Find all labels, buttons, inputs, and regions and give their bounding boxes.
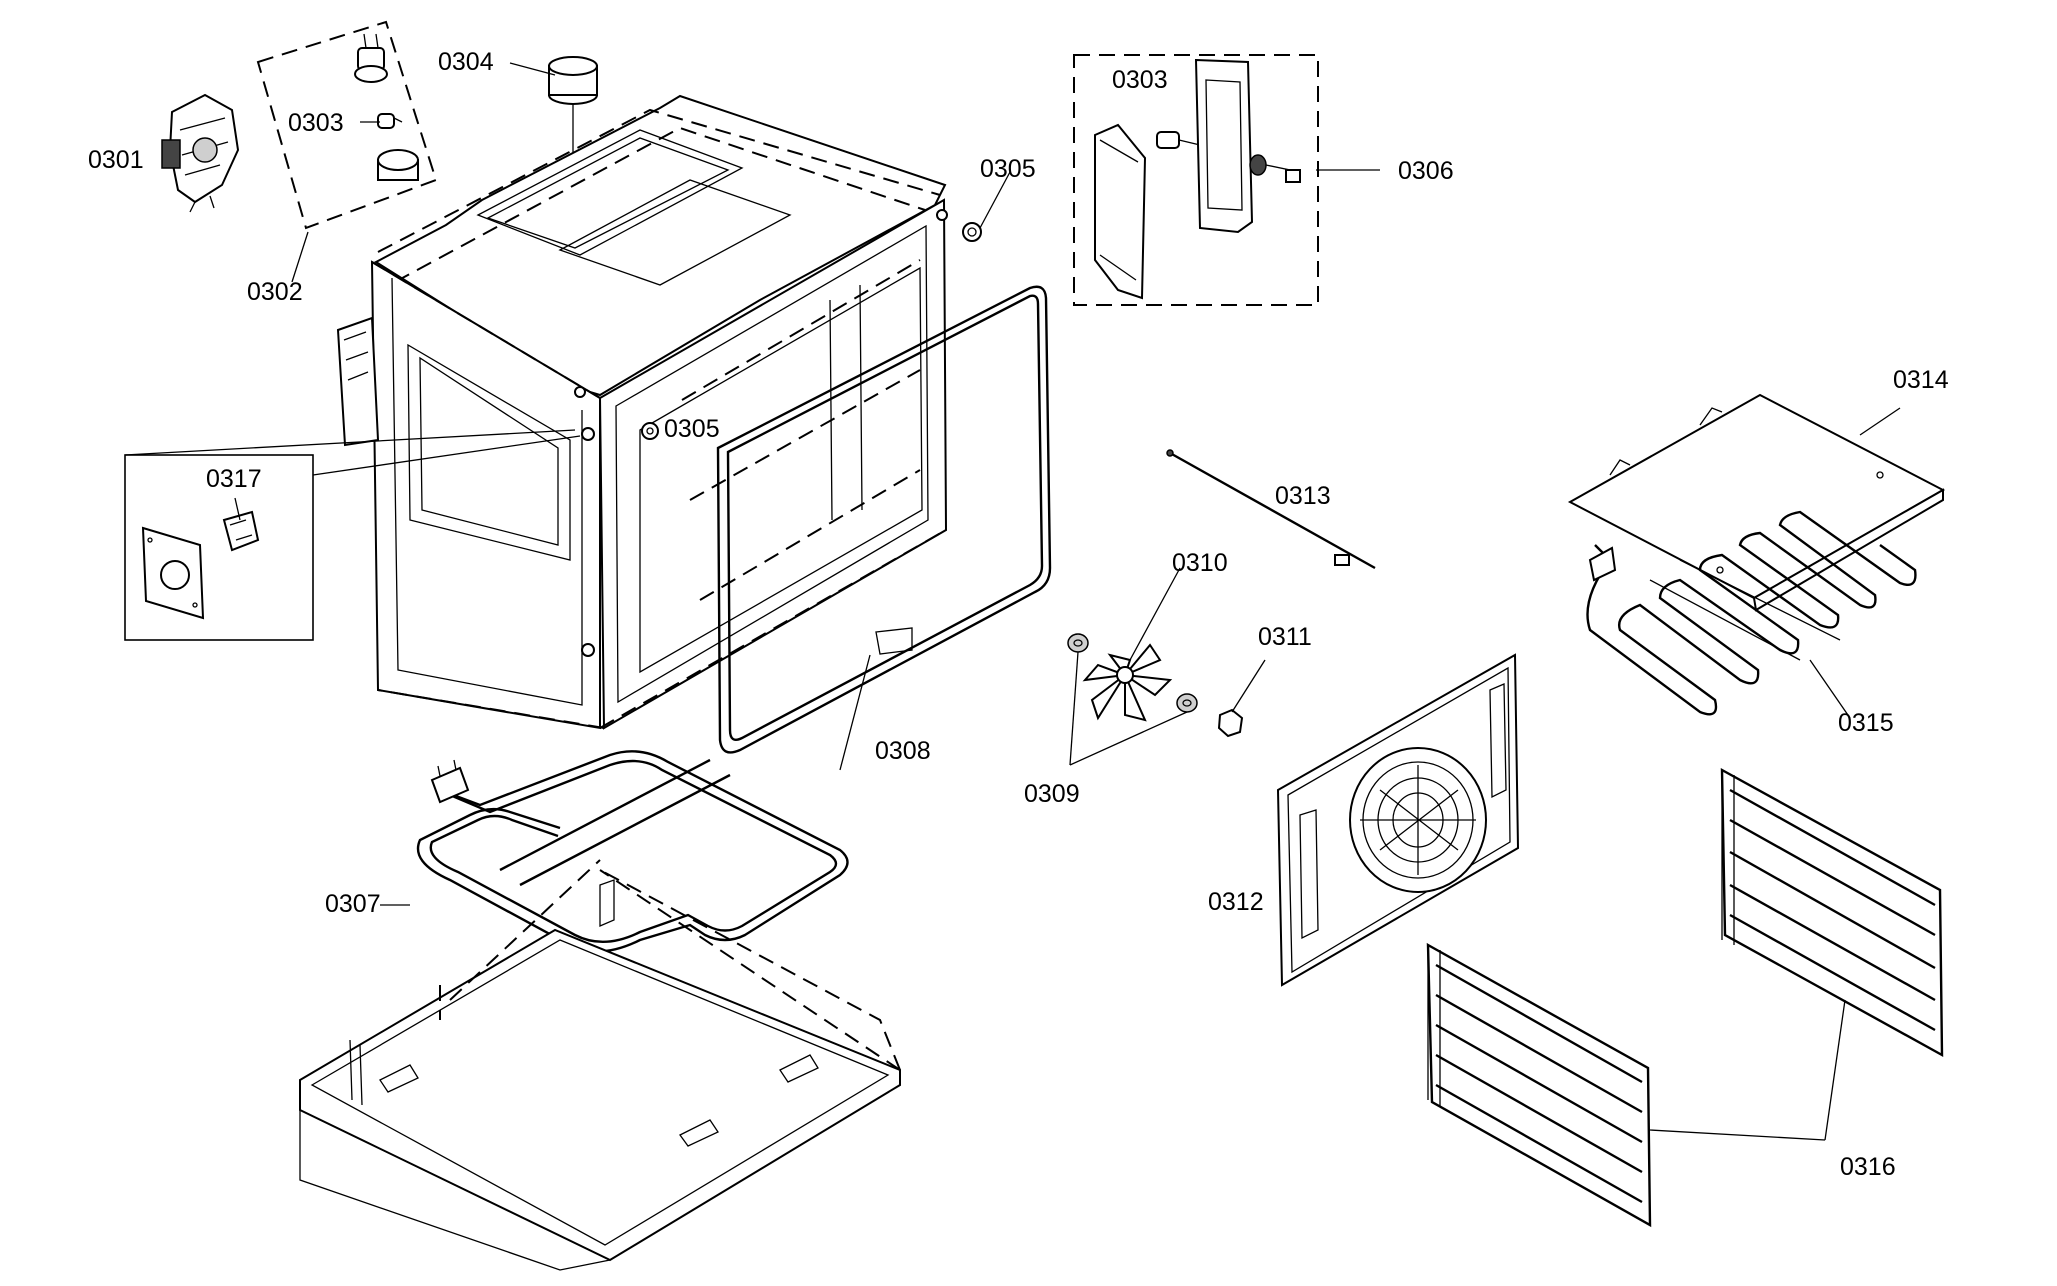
label-0306: 0306 xyxy=(1398,157,1454,185)
label-0315: 0315 xyxy=(1838,709,1894,737)
label-0317: 0317 xyxy=(206,465,262,493)
label-0303-top: 0303 xyxy=(288,109,344,137)
label-0301: 0301 xyxy=(88,146,144,174)
part-0313-rod xyxy=(1166,449,1376,570)
part-0314-top-plate xyxy=(1567,393,1946,612)
part-0316-rack-front xyxy=(1426,942,1652,1228)
leader-lines xyxy=(234,62,1901,1141)
part-0306-light-assembly xyxy=(1073,54,1319,306)
label-0313: 0313 xyxy=(1275,482,1331,510)
label-0303-right: 0303 xyxy=(1112,66,1168,94)
label-0308: 0308 xyxy=(875,737,931,765)
part-0305-nut-upper xyxy=(962,222,982,242)
part-0310-fan-blade xyxy=(1082,643,1173,722)
part-0312-rear-panel xyxy=(1276,653,1520,987)
label-0314: 0314 xyxy=(1893,366,1949,394)
part-0301-motor-bracket xyxy=(161,93,240,213)
part-0316-rack-rear xyxy=(1720,767,1944,1058)
label-0312: 0312 xyxy=(1208,888,1264,916)
part-0304-lamp-cover xyxy=(548,56,598,190)
part-labels: 0301 0303 0304 0302 0303 0305 0306 0305 … xyxy=(88,48,1949,1181)
part-0305-nut-lower xyxy=(641,422,659,440)
label-0311: 0311 xyxy=(1258,623,1312,651)
label-0305-upper: 0305 xyxy=(980,155,1036,183)
label-0309: 0309 xyxy=(1024,780,1080,808)
part-0308-door-gasket xyxy=(716,285,1052,754)
label-0316: 0316 xyxy=(1840,1153,1896,1181)
oven-cavity xyxy=(336,94,948,730)
label-0307: 0307 xyxy=(325,890,381,918)
label-0305-lower: 0305 xyxy=(664,415,720,443)
part-0311-nut xyxy=(1217,708,1244,738)
part-0302-group xyxy=(256,20,438,230)
label-0302: 0302 xyxy=(247,278,303,306)
label-0304: 0304 xyxy=(438,48,494,76)
part-0307-bake-element xyxy=(416,750,849,953)
part-0317-inset xyxy=(124,429,581,641)
part-0315-heating-element xyxy=(1586,510,1917,716)
part-0309-washers xyxy=(1067,633,1198,713)
label-0310: 0310 xyxy=(1172,549,1228,577)
bottom-pan xyxy=(299,859,901,1271)
